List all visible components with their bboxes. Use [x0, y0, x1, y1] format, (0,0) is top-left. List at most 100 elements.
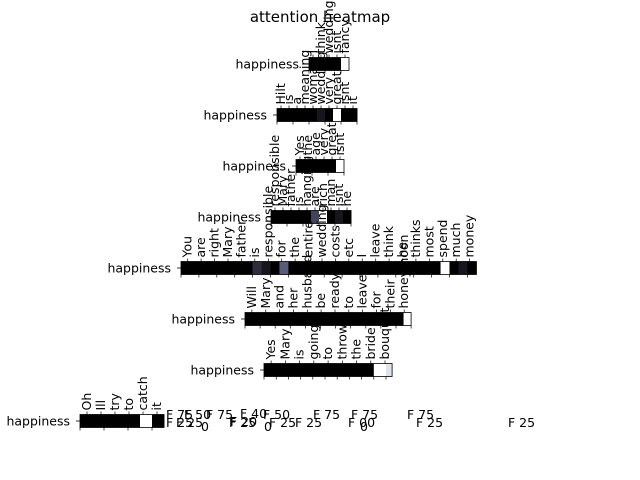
heatmap-panel: happinessWillMaryandherhusbandbereadytol… [171, 235, 412, 329]
token-label: wedding [314, 204, 329, 257]
heatmap-cell [140, 414, 153, 428]
token-label: Mary [277, 328, 292, 360]
token-label: age [308, 132, 323, 156]
token-label: Yes [292, 135, 307, 156]
heatmap-cell [216, 261, 227, 275]
bottom-tick-label: F 25 [295, 415, 322, 430]
heatmap-cell [379, 363, 387, 377]
row-label: happiness [6, 414, 70, 429]
token-label: their [382, 279, 397, 309]
token-label: is [247, 248, 262, 258]
heatmap-cell [335, 210, 344, 224]
heatmap-cell [309, 108, 318, 122]
row-label: happiness [197, 210, 261, 225]
heatmap-cell [260, 312, 269, 326]
heatmap-cell [297, 312, 306, 326]
heatmap-cell [312, 363, 320, 377]
token-label: catch [135, 376, 150, 410]
heatmap-cell [293, 108, 302, 122]
token-label: it [149, 402, 164, 410]
heatmap-cell [422, 261, 432, 275]
heatmap-cell [386, 261, 397, 275]
heatmap-cell [270, 363, 277, 377]
heatmap-cell [277, 108, 286, 122]
token-label: Hilt [273, 83, 288, 104]
heatmap-cell [287, 210, 296, 224]
heatmap-cell [333, 261, 343, 275]
bottom-tick-label: F 75 [166, 407, 193, 422]
bottom-tick-label: F 25 [269, 415, 296, 430]
token-label: Ill [93, 400, 108, 411]
heatmap-cell [282, 363, 289, 377]
heatmap-cell [309, 57, 318, 71]
bottom-tick-label: F 00 [348, 415, 375, 430]
heatmap-cell [395, 261, 406, 275]
heatmap-cell [234, 261, 245, 275]
heatmap-cell [355, 363, 362, 377]
heatmap-cell [358, 312, 367, 326]
token-label: Mary [275, 175, 290, 207]
row-label: happiness [190, 363, 254, 378]
heatmap-cell [92, 414, 105, 428]
token-label: going [306, 325, 321, 360]
token-label: the [287, 237, 302, 258]
row-label: happiness [222, 159, 286, 174]
bottom-tick-label: F 25 [166, 415, 193, 430]
token-label: fancy [337, 19, 352, 54]
heatmap-cell [290, 312, 299, 326]
token-label: for [274, 239, 289, 257]
heatmap-cell [306, 261, 316, 275]
token-label: is [292, 350, 307, 360]
bottom-tick-label: F 25 [229, 415, 256, 430]
heatmap-cell [349, 108, 358, 122]
heatmap-cell [152, 414, 165, 428]
heatmap-cell [282, 312, 291, 326]
heatmap-cell [335, 312, 344, 326]
heatmap-cell [343, 312, 352, 326]
heatmap-cell [311, 210, 320, 224]
heatmap-cell [336, 159, 345, 173]
bottom-tick-label: F 75 [206, 407, 233, 422]
heatmap-cell [243, 261, 253, 275]
token-label: try [107, 392, 122, 410]
heatmap-cell [343, 210, 352, 224]
token-label: it [345, 96, 360, 104]
token-label: responsible [267, 135, 282, 207]
heatmap-cell [128, 414, 141, 428]
bottom-tick-label: F 75 [313, 407, 340, 422]
heatmap-cell [261, 261, 271, 275]
heatmap-cell [270, 261, 280, 275]
token-label: man [323, 179, 338, 207]
row-label: happiness [235, 57, 299, 72]
heatmap-cell [276, 363, 283, 377]
heatmap-cell [320, 312, 329, 326]
heatmap-cell [458, 261, 468, 275]
token-label: responsible [260, 186, 275, 258]
token-label: thinks [408, 220, 423, 258]
heatmap-cell [198, 261, 209, 275]
token-label: entire [301, 221, 316, 258]
heatmap-cell [80, 414, 93, 428]
heatmap-cell [245, 312, 253, 326]
heatmap-cell [360, 261, 370, 275]
token-label: are [193, 237, 208, 258]
token-label: husband [299, 255, 314, 309]
token-label: is [291, 197, 306, 207]
heatmap-cell [252, 261, 262, 275]
heatmap-cell [271, 210, 280, 224]
token-label: hanging [299, 156, 314, 207]
bottom-tick-label: F 50 [184, 407, 211, 422]
token-label: meaning [297, 50, 312, 105]
token-label: leave [355, 274, 370, 308]
token-label: spend [435, 220, 450, 258]
token-label: is [281, 95, 296, 105]
heatmap-cell [373, 312, 382, 326]
heatmap-cell [252, 312, 261, 326]
heatmap-cell [312, 312, 321, 326]
heatmap-cell [349, 363, 356, 377]
token-label: for [369, 290, 384, 308]
token-label: to [121, 398, 136, 411]
